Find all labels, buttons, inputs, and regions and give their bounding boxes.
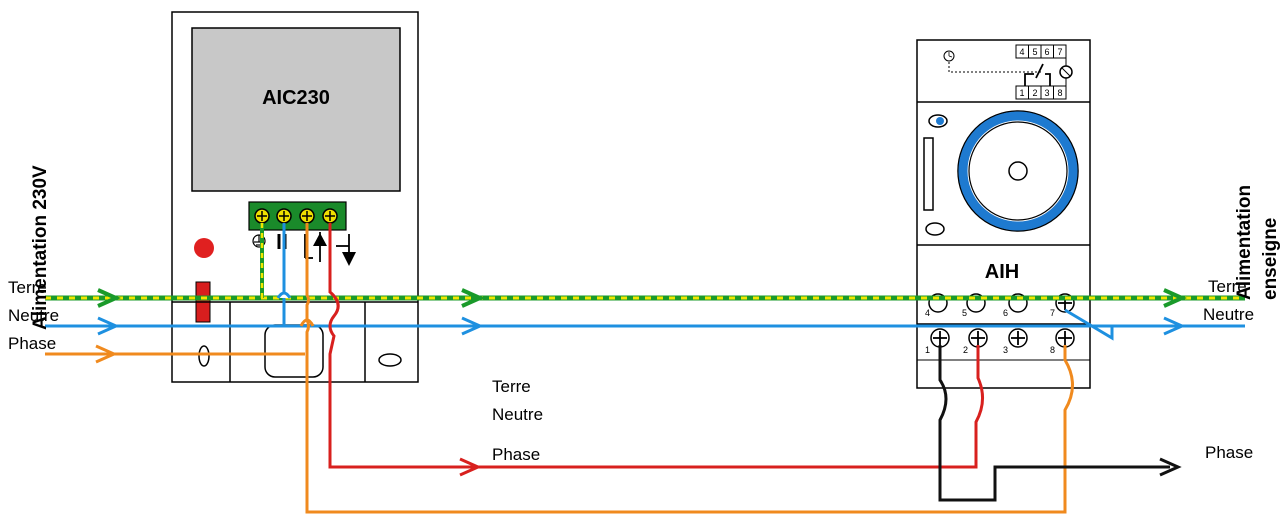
arrow-icon [1163, 316, 1186, 336]
switched-phase-aih-wire [470, 345, 984, 469]
terminal-number: 6 [1003, 308, 1008, 318]
relay-terminal-number: 6 [1044, 47, 1049, 57]
wire-crossing [299, 318, 315, 327]
aih-device: 4 5 6 7 1 2 3 8 [916, 39, 1091, 389]
direction-arrows [95, 288, 1187, 477]
left-earth-label: Terre [8, 278, 47, 297]
arrow-icon [461, 316, 484, 336]
right-neutral-label: Neutre [1203, 305, 1254, 324]
aih-lower-terminals: 1 2 3 8 [925, 328, 1075, 355]
arrow-icon [95, 344, 118, 364]
relay-terminal-number: 7 [1057, 47, 1062, 57]
aih-dial-center [1008, 161, 1028, 181]
right-supply-label-1: Alimentation [1234, 185, 1255, 300]
left-supply-label: Alimentation 230V [30, 165, 51, 330]
terminal-number: 2 [963, 345, 968, 355]
arrow-icon [1159, 457, 1182, 477]
middle-phase-label: Phase [492, 445, 540, 464]
terminal-number: 5 [962, 308, 967, 318]
output-wire [938, 345, 1170, 502]
aih-indicator-icon [936, 117, 944, 125]
aic230-led-icon [194, 238, 214, 258]
neutral-aih-wire [1064, 308, 1114, 341]
aih-relay-schematic: 4 5 6 7 1 2 3 8 [943, 44, 1073, 100]
right-earth-label: Terre [1208, 277, 1247, 296]
relay-terminal-number: 2 [1032, 88, 1037, 98]
middle-neutral-label: Neutre [492, 405, 543, 424]
arrow-icon [97, 316, 120, 336]
relay-terminal-number: 3 [1044, 88, 1049, 98]
relay-terminal-number: 8 [1057, 88, 1062, 98]
arrow-icon [1163, 288, 1187, 308]
arrow-icon [461, 288, 485, 308]
aih-slider[interactable] [923, 137, 934, 211]
left-phase-label: Phase [8, 334, 56, 353]
aic230-screw-hole-icon [378, 353, 402, 367]
middle-earth-label: Terre [492, 377, 531, 396]
terminal-number: 4 [925, 308, 930, 318]
relay-terminal-number: 5 [1032, 47, 1037, 57]
phase-supply-wire [45, 223, 1074, 514]
aih-label: AIH [985, 261, 1019, 283]
right-supply-label-2: enseigne [1260, 218, 1281, 300]
relay-contact-icon [1024, 63, 1051, 86]
aic230-screw-hole-icon [198, 345, 210, 367]
aic230-device: AIC230 [171, 11, 419, 383]
aic230-label: AIC230 [262, 87, 330, 109]
terminal-number: 3 [1003, 345, 1008, 355]
terminal-number: 8 [1050, 345, 1055, 355]
aic230-terminal-symbols [252, 232, 356, 266]
aih-screw-icon [925, 222, 945, 236]
output-up-arrow-icon [313, 232, 327, 262]
arrow-icon [459, 457, 482, 477]
output-down-arrow-icon [336, 234, 356, 266]
right-phase-label: Phase [1205, 443, 1253, 462]
aih-dial-ring[interactable] [958, 111, 1078, 231]
switched-phase-wire [328, 223, 470, 469]
terminal-number: 1 [925, 345, 930, 355]
aih-dial [923, 110, 1079, 236]
terminal-number: 7 [1050, 308, 1055, 318]
relay-terminal-number: 1 [1019, 88, 1024, 98]
aic230-screen [191, 27, 401, 192]
aic230-window [264, 324, 324, 378]
arrow-icon [97, 288, 121, 308]
left-neutral-label: Neutre [8, 306, 59, 325]
relay-terminal-number: 4 [1019, 47, 1024, 57]
wire-crossing [276, 291, 292, 299]
